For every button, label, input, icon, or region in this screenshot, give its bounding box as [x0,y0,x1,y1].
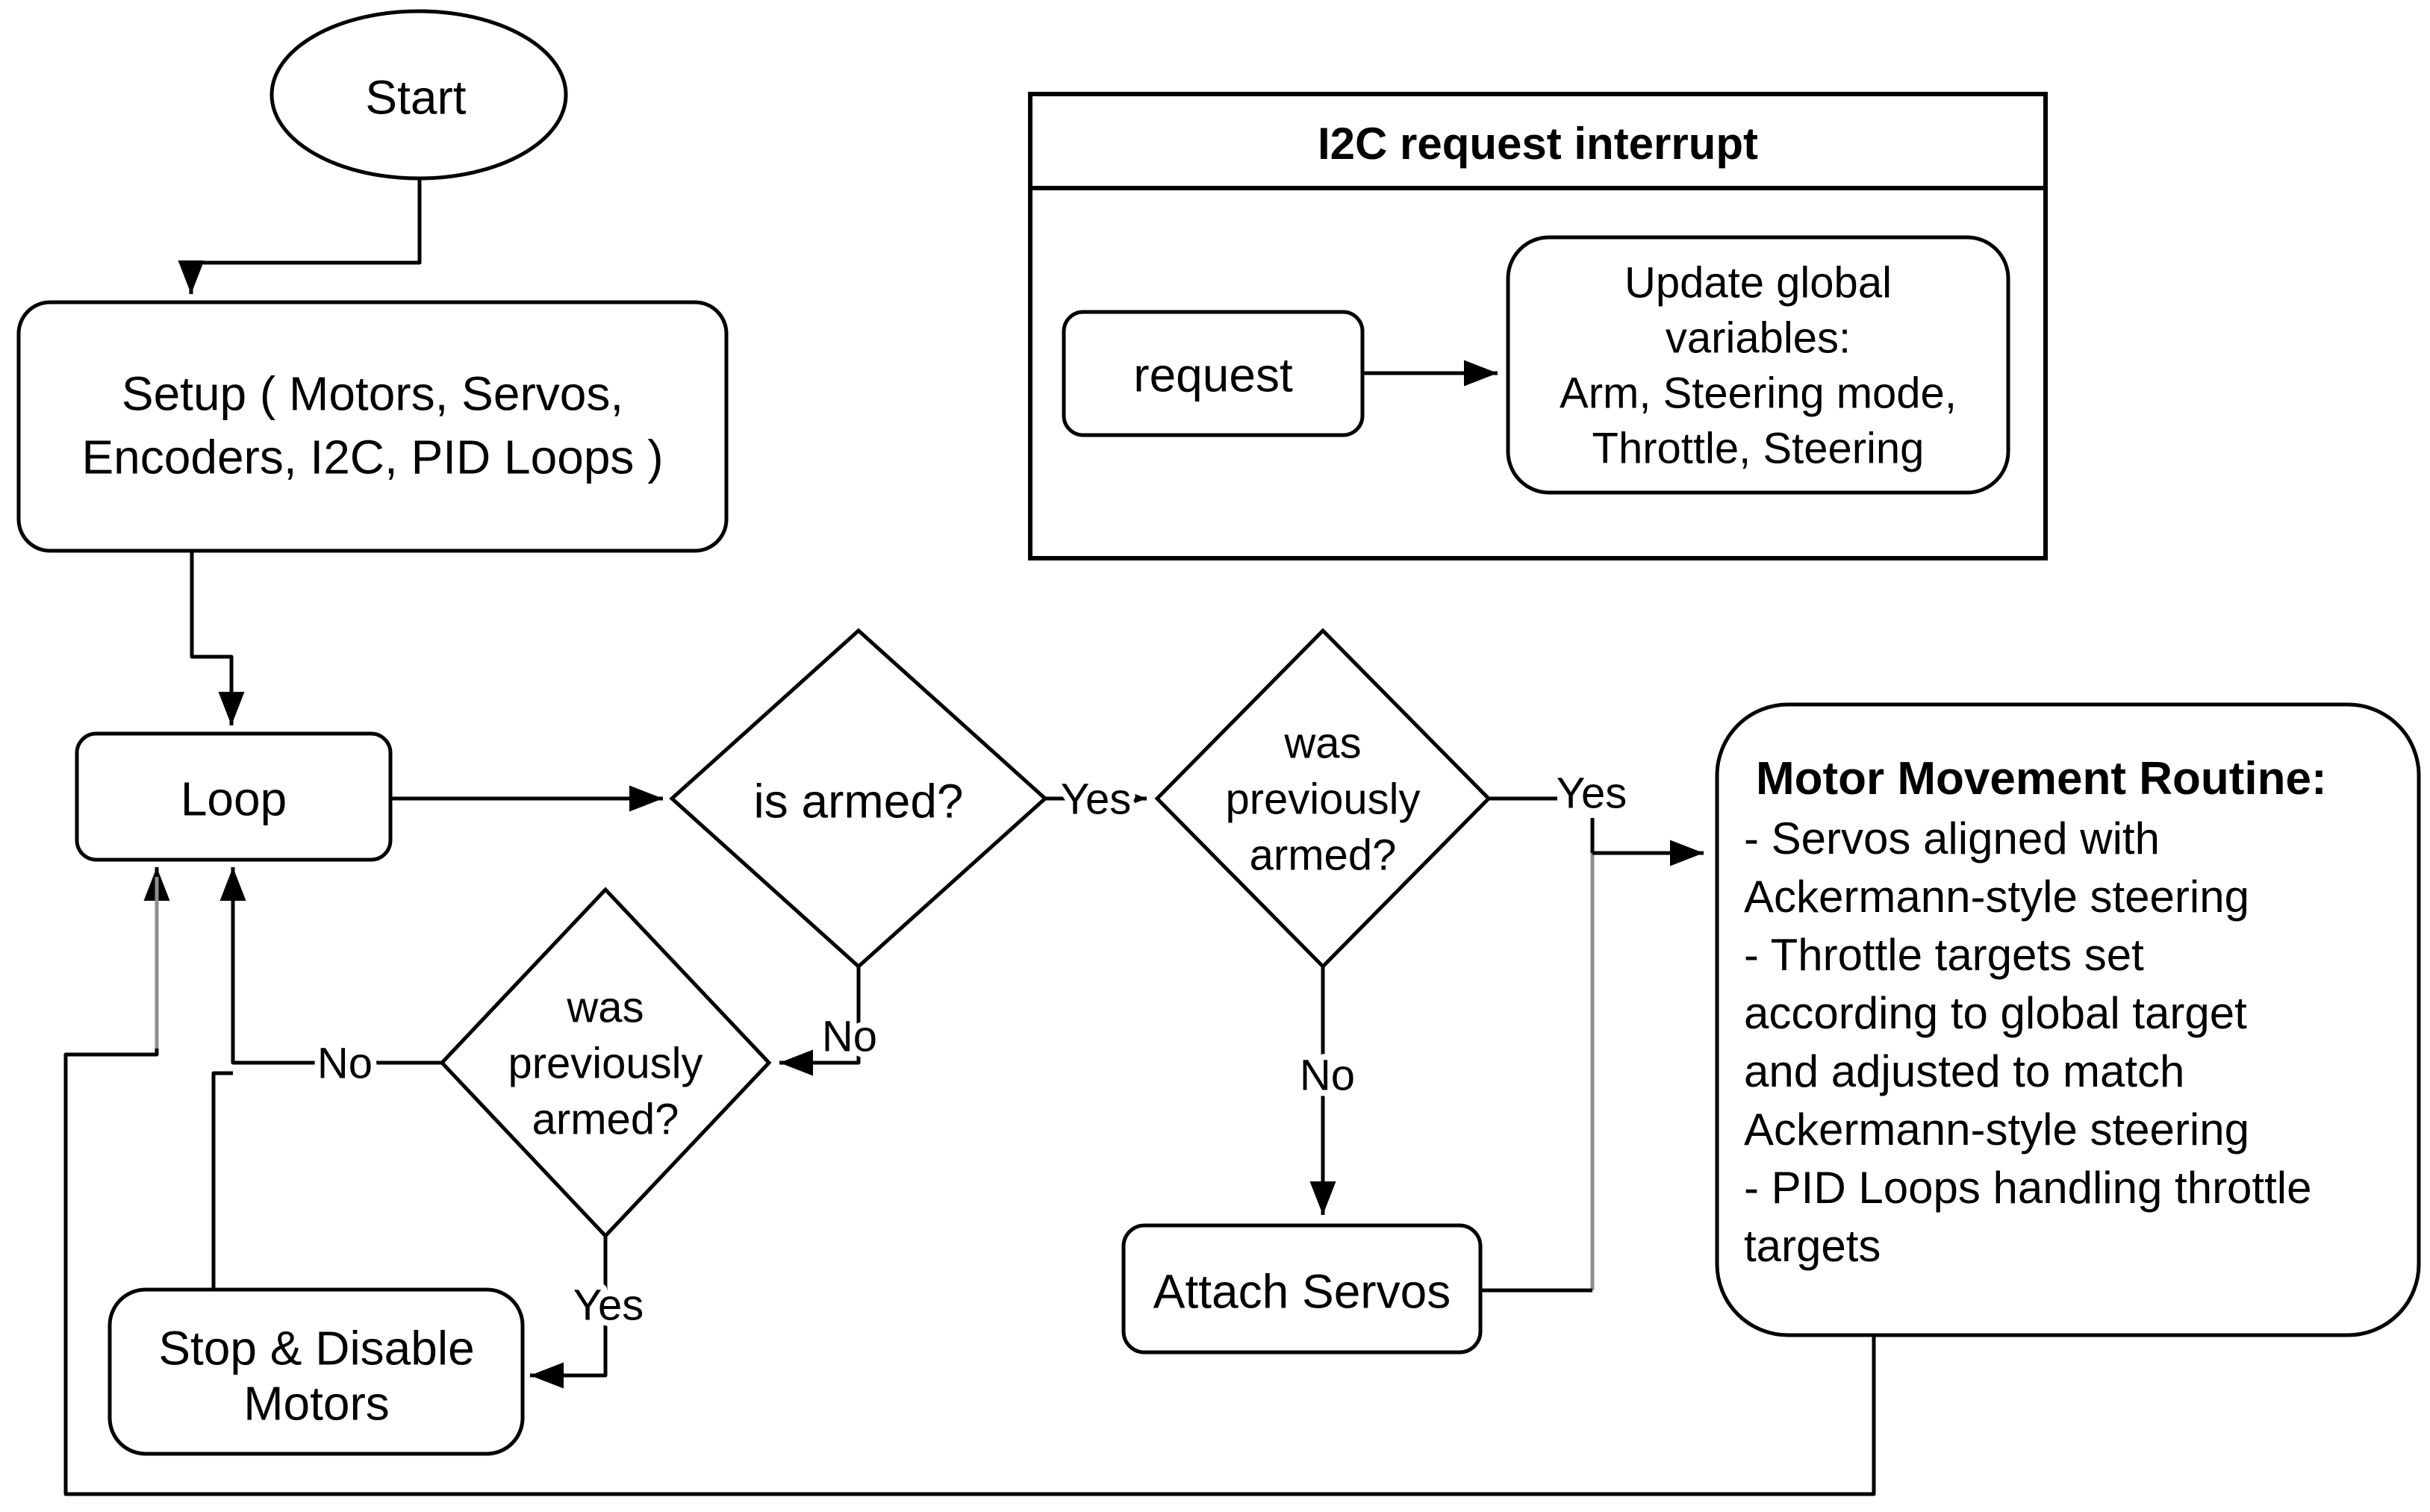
edge-setup-to-loop [190,551,245,725]
request-label: request [1133,348,1293,402]
request-node: request [1062,310,1365,437]
motor-routine-title: Motor Movement Routine: [1756,753,2327,805]
motor-routine-line: targets [1744,1221,1881,1271]
edge-prevleft-no-to-loop [219,867,442,1065]
update-globals-line: Arm, Steering mode, [1560,369,1957,417]
prev-armed-left-line: previously [508,1039,702,1087]
i2c-panel-title: I2C request interrupt [1318,119,1758,169]
setup-node: Setup ( Motors, Servos, Encoders, I2C, P… [16,300,729,553]
motor-routine-box [1715,702,2421,1337]
edge-start-to-setup [178,178,422,294]
setup-box [16,300,729,553]
motor-routine-line: and adjusted to match [1744,1046,2184,1096]
edge-label-prevleft-no: No [317,1039,373,1087]
prev-armed-right-line: armed? [1250,831,1397,879]
update-globals-line: Throttle, Steering [1592,424,1925,472]
edge-label-isarmed-yes: Yes [1061,775,1132,823]
attach-servos-node: Attach Servos [1121,1223,1483,1355]
motor-routine-line: Ackermann-style steering [1744,872,2249,922]
update-globals-line: variables: [1666,313,1851,362]
prev-armed-left-diamond [439,887,772,1239]
prev-armed-left-line: armed? [532,1095,679,1143]
update-globals-node: Update global variables: Arm, Steering m… [1506,235,2010,495]
i2c-interrupt-panel: I2C request interrupt request Update glo… [1028,92,2048,560]
setup-line: Setup ( Motors, Servos, [122,366,623,420]
prev-armed-left-node: was previously armed? [439,887,772,1239]
prev-armed-right-line: was [1283,719,1361,767]
prev-armed-left-line: was [566,983,644,1031]
loop-label: Loop [181,772,287,825]
motor-routine-line: - Servos aligned with [1744,813,2160,863]
update-globals-box [1506,235,2010,495]
stop-motors-box [108,1287,525,1456]
edge-stop-to-loop-merge [211,1071,233,1290]
loop-node: Loop [75,731,393,862]
start-label: Start [365,70,466,124]
attach-servos-label: Attach Servos [1153,1264,1451,1318]
i2c-panel-border [1028,92,2048,560]
stop-motors-line: Stop & Disable [158,1321,474,1375]
stop-motors-node: Stop & Disable Motors [108,1287,525,1456]
is-armed-node: is armed? [669,628,1048,969]
motor-routine-line: according to global target [1744,988,2247,1038]
edge-label-isarmed-no: No [822,1012,877,1060]
stop-motors-line: Motors [243,1376,390,1430]
edge-label-prevleft-yes: Yes [573,1281,644,1329]
update-globals-line: Update global [1624,258,1892,307]
setup-line: Encoders, I2C, PID Loops ) [81,430,663,484]
edge-prevleft-yes [530,1236,608,1389]
motor-routine-node: Motor Movement Routine: - Servos aligned… [1715,702,2421,1337]
edge-label-prevright-yes: Yes [1557,769,1627,817]
start-node: Start [270,9,568,181]
motor-routine-line: - PID Loops handling throttle [1744,1163,2311,1213]
motor-routine-line: - Throttle targets set [1744,930,2144,980]
prev-armed-right-line: previously [1225,775,1420,823]
prev-armed-right-node: was previously armed? [1154,628,1492,969]
is-armed-label: is armed? [754,774,964,828]
motor-routine-line: Ackermann-style steering [1744,1105,2249,1155]
edge-label-prevright-no: No [1300,1051,1355,1099]
edge-isarmed-no [779,966,861,1076]
